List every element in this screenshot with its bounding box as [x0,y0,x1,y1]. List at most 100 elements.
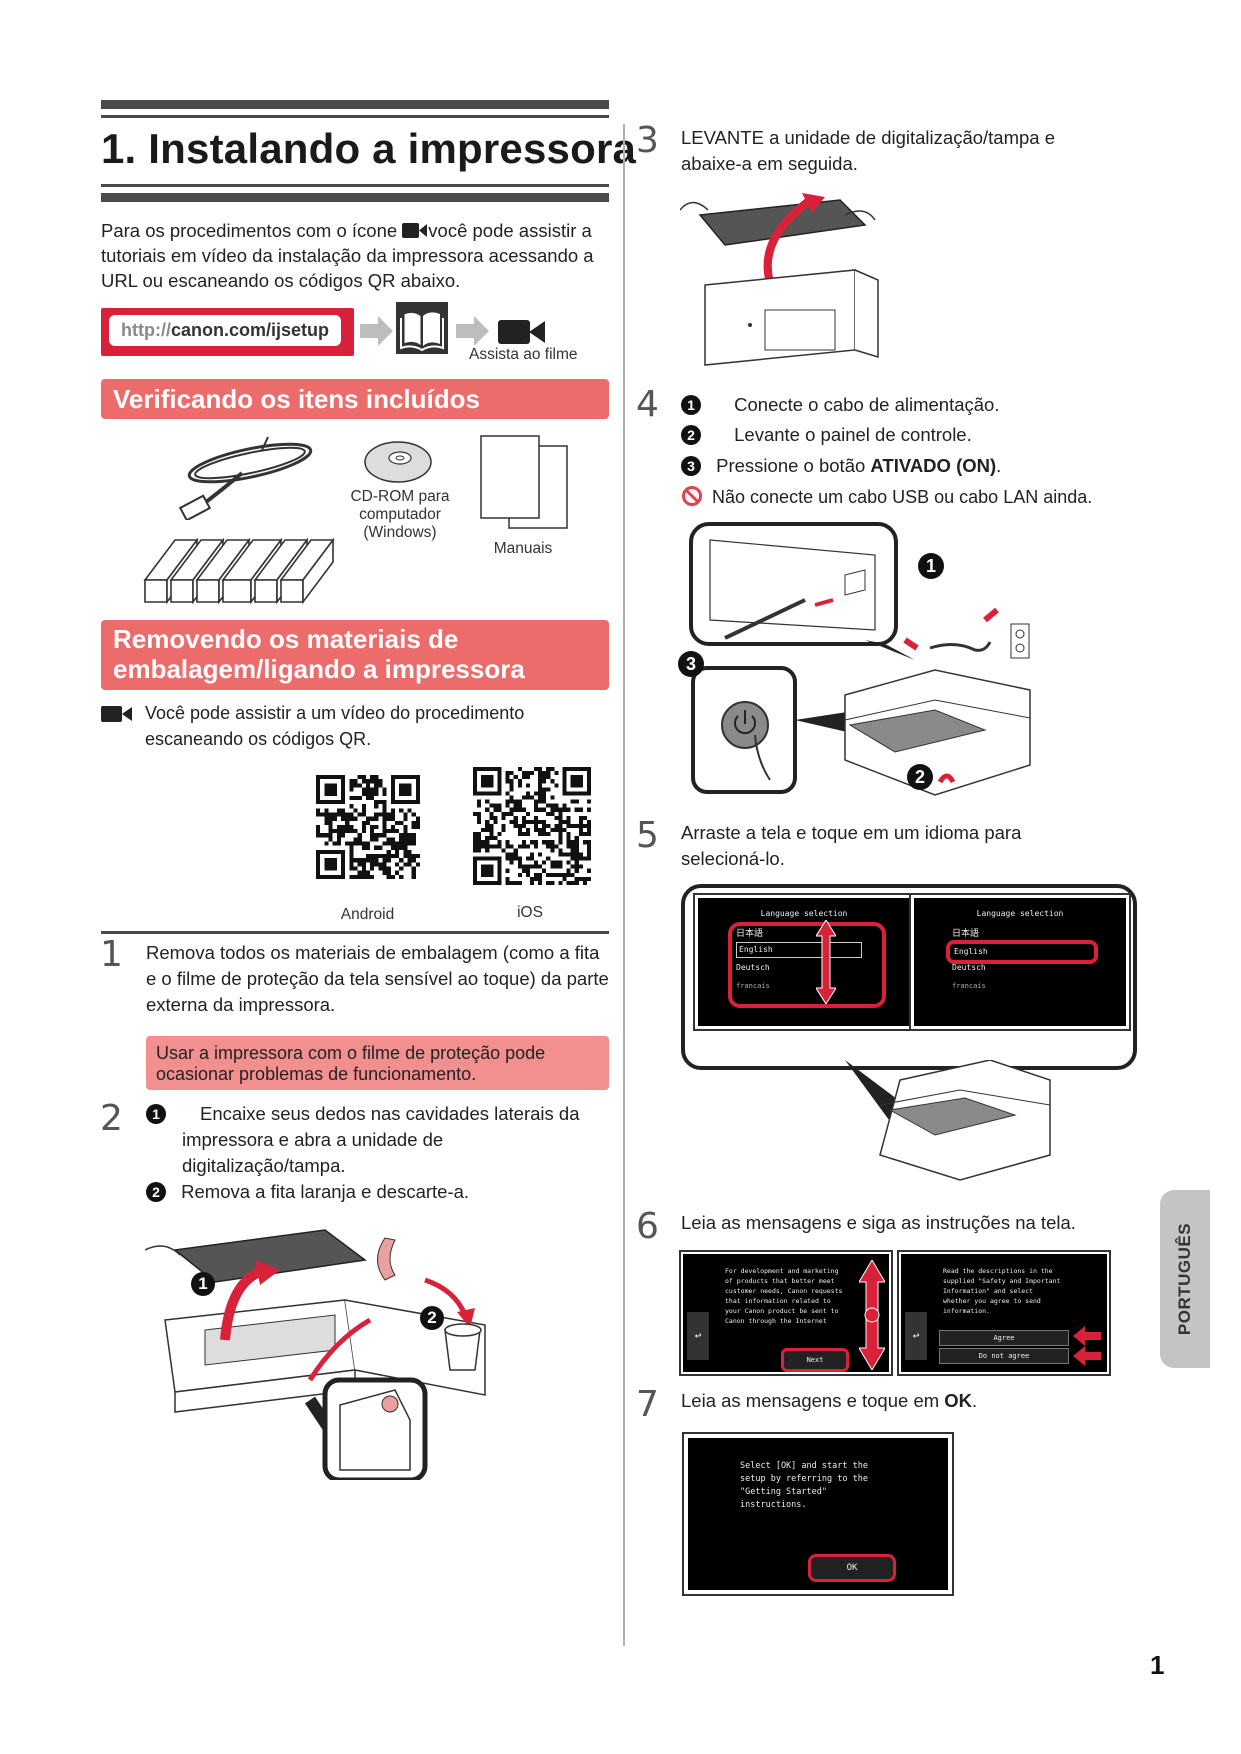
substep-text: Pressione o botão [716,455,871,476]
title-rule-bottom-thick [101,193,609,202]
step-7-text-end: . [972,1390,978,1411]
cd-rom-illustration [362,438,434,486]
language-option-selected[interactable]: English [946,940,1098,964]
step-6-text: Leia as mensagens e siga as instruções n… [681,1212,1076,1233]
step-number: 1 [100,934,123,975]
step-2-substep: 1 Encaixe seus dedos nas cavidades later… [146,1101,606,1176]
back-button[interactable]: ↩ [687,1312,709,1360]
agree-button[interactable]: Agree [939,1330,1069,1346]
section-heading-unpacking: Removendo os materiais de embalagem/liga… [101,620,609,690]
qr-code-android[interactable] [316,775,420,879]
language-side-tab: PORTUGUÊS [1160,1190,1210,1368]
manuals-caption: Manuais [493,540,553,557]
language-option[interactable]: English [736,942,862,958]
cd-rom-caption-line: CD-ROM para [350,488,450,505]
lift-scanner-illustration [680,185,880,380]
prohibited-icon [681,485,703,507]
cd-rom-caption-line: computador [359,506,441,523]
url-protocol: http:// [120,320,171,340]
substep-text: Encaixe seus dedos nas cavidades laterai… [182,1103,580,1176]
setup-url-link[interactable]: http://canon.com/ijsetup [109,315,341,346]
intro-paragraph: Para os procedimentos com o ícone você p… [101,218,611,293]
video-camera-icon [101,705,133,723]
step-7-text-start: Leia as mensagens e toque em [681,1390,945,1411]
step-4-substep: 2 Levante o painel de controle. [681,422,1121,448]
callout-number-icon: 1 [681,395,701,415]
callout-number-icon: 2 [681,425,701,445]
manual-book-icon [396,302,448,354]
step-5-text: Arraste a tela e toque em um idioma para… [681,822,1022,869]
language-option[interactable]: Deutsch [952,963,986,972]
cd-rom-caption: CD-ROM para computador (Windows) [340,488,460,542]
step-number: 3 [636,120,659,161]
scroll-arrow-icon [859,1260,885,1370]
step-divider [101,931,609,934]
language-option[interactable]: français [952,982,986,988]
intro-text-start: Para os procedimentos com o ícone [101,220,403,241]
arrow-right-icon [360,314,394,348]
section-heading-line: embalagem/ligando a impressora [113,654,525,684]
callout-number-icon: 2 [420,1306,444,1330]
language-option[interactable]: français [736,982,770,988]
callout-number-icon: 2 [146,1182,166,1202]
consent-message: For development and marketing of product… [725,1267,843,1325]
language-option[interactable]: Deutsch [736,963,770,972]
section-heading-line: Removendo os materiais de [113,624,459,654]
language-screen-scroll: Language selection 日本語 English Deutsch f… [693,893,915,1031]
title-rule-bottom-thin [101,184,609,187]
section-heading-included: Verificando os itens incluídos [101,379,609,419]
cd-rom-caption-line: (Windows) [363,524,437,541]
watch-video-caption: Assista ao filme [469,346,578,363]
ok-label: OK [944,1390,973,1411]
video-note: Você pode assistir a um vídeo do procedi… [145,703,525,749]
ok-button[interactable]: OK [808,1554,896,1582]
manuals-illustration [479,434,571,534]
page-number: 1 [1150,1650,1165,1680]
qr-label-ios: iOS [517,904,543,921]
title-rule-top-thick [101,100,609,109]
on-button-label: ATIVADO (ON) [870,455,997,476]
callout-number-icon: 2 [907,764,933,790]
next-button[interactable]: Next [781,1348,849,1372]
step-number: 5 [636,815,659,856]
ok-screen: Select [OK] and start the setup by refer… [682,1432,954,1596]
page-title: 1. Instalando a impressora [101,125,637,172]
warning-box: Usar a impressora com o filme de proteçã… [146,1036,609,1090]
scroll-highlight [728,922,886,1008]
substep-text: . [996,455,1002,476]
consent-screen: ↩ For development and marketing of produ… [679,1250,893,1376]
substep-text: Conecte o cabo de alimentação. [734,394,1000,415]
step-number: 7 [636,1384,659,1425]
arrow-right-icon [456,314,490,348]
agree-screen: ↩ Read the descriptions in the supplied … [897,1250,1111,1376]
step-4-substep: 1 Conecte o cabo de alimentação. [681,392,1121,418]
step-1-text: Remova todos os materiais de embalagem (… [146,942,609,1015]
setup-url-box[interactable]: http://canon.com/ijsetup [101,308,354,356]
back-button[interactable]: ↩ [905,1312,927,1360]
language-option[interactable]: 日本語 [952,929,980,939]
intro-text-end: você pode assistir a tutoriais em vídeo … [101,220,594,291]
column-divider [623,124,625,1646]
step-3-text: LEVANTE a unidade de digitalização/tampa… [681,127,1056,174]
callout-number-icon: 1 [918,553,944,579]
qr-label-android: Android [340,906,395,923]
language-option[interactable]: 日本語 [736,929,764,939]
step-number: 6 [636,1206,659,1247]
power-cord-illustration [172,435,322,520]
scroll-arrow-icon [816,920,836,1004]
step-number: 2 [100,1098,123,1139]
ok-screen-message: Select [OK] and start the setup by refer… [740,1461,868,1510]
callout-number-icon: 3 [678,651,704,677]
url-host: canon.com/ijsetup [170,320,329,340]
step-2-substep: 2 Remova a fita laranja e descarte-a. [146,1179,606,1205]
title-rule-top-thin [101,115,609,118]
language-screen-title: Language selection [760,909,848,918]
video-camera-icon [402,222,428,239]
step-7-text: Leia as mensagens e toque em OK. [681,1388,1121,1414]
qr-code-ios[interactable] [473,767,591,885]
power-connection-illustration: 1 2 3 [678,520,1045,800]
prohibition-note: Não conecte um cabo USB ou cabo LAN aind… [681,484,1121,510]
do-not-agree-button[interactable]: Do not agree [939,1348,1069,1364]
agree-message: Read the descriptions in the supplied "S… [943,1267,1061,1315]
callout-number-icon: 3 [681,456,701,476]
